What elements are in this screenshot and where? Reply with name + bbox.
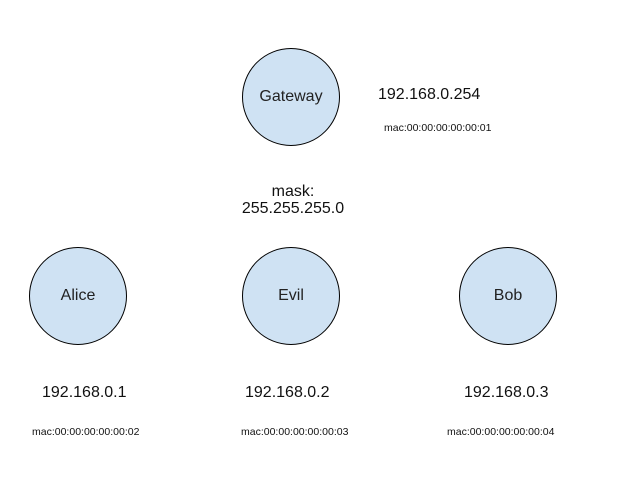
network-mask: mask: 255.255.255.0 [223,183,363,218]
evil-ip: 192.168.0.2 [245,384,330,401]
evil-node: Evil [242,247,340,345]
bob-ip: 192.168.0.3 [464,384,549,401]
gateway-label: Gateway [259,88,323,105]
alice-label: Alice [60,287,96,304]
evil-mac: mac:00:00:00:00:00:03 [241,426,349,438]
bob-mac: mac:00:00:00:00:00:04 [447,426,555,438]
gateway-ip: 192.168.0.254 [378,86,481,103]
alice-ip: 192.168.0.1 [42,384,127,401]
gateway-mac: mac:00:00:00:00:00:01 [384,122,492,134]
mask-label: mask: [271,183,315,200]
gateway-node: Gateway [242,48,340,146]
alice-mac: mac:00:00:00:00:00:02 [32,426,140,438]
bob-node: Bob [459,247,557,345]
mask-value: 255.255.255.0 [241,199,345,217]
evil-label: Evil [278,287,304,304]
bob-label: Bob [493,287,523,304]
alice-node: Alice [29,247,127,345]
